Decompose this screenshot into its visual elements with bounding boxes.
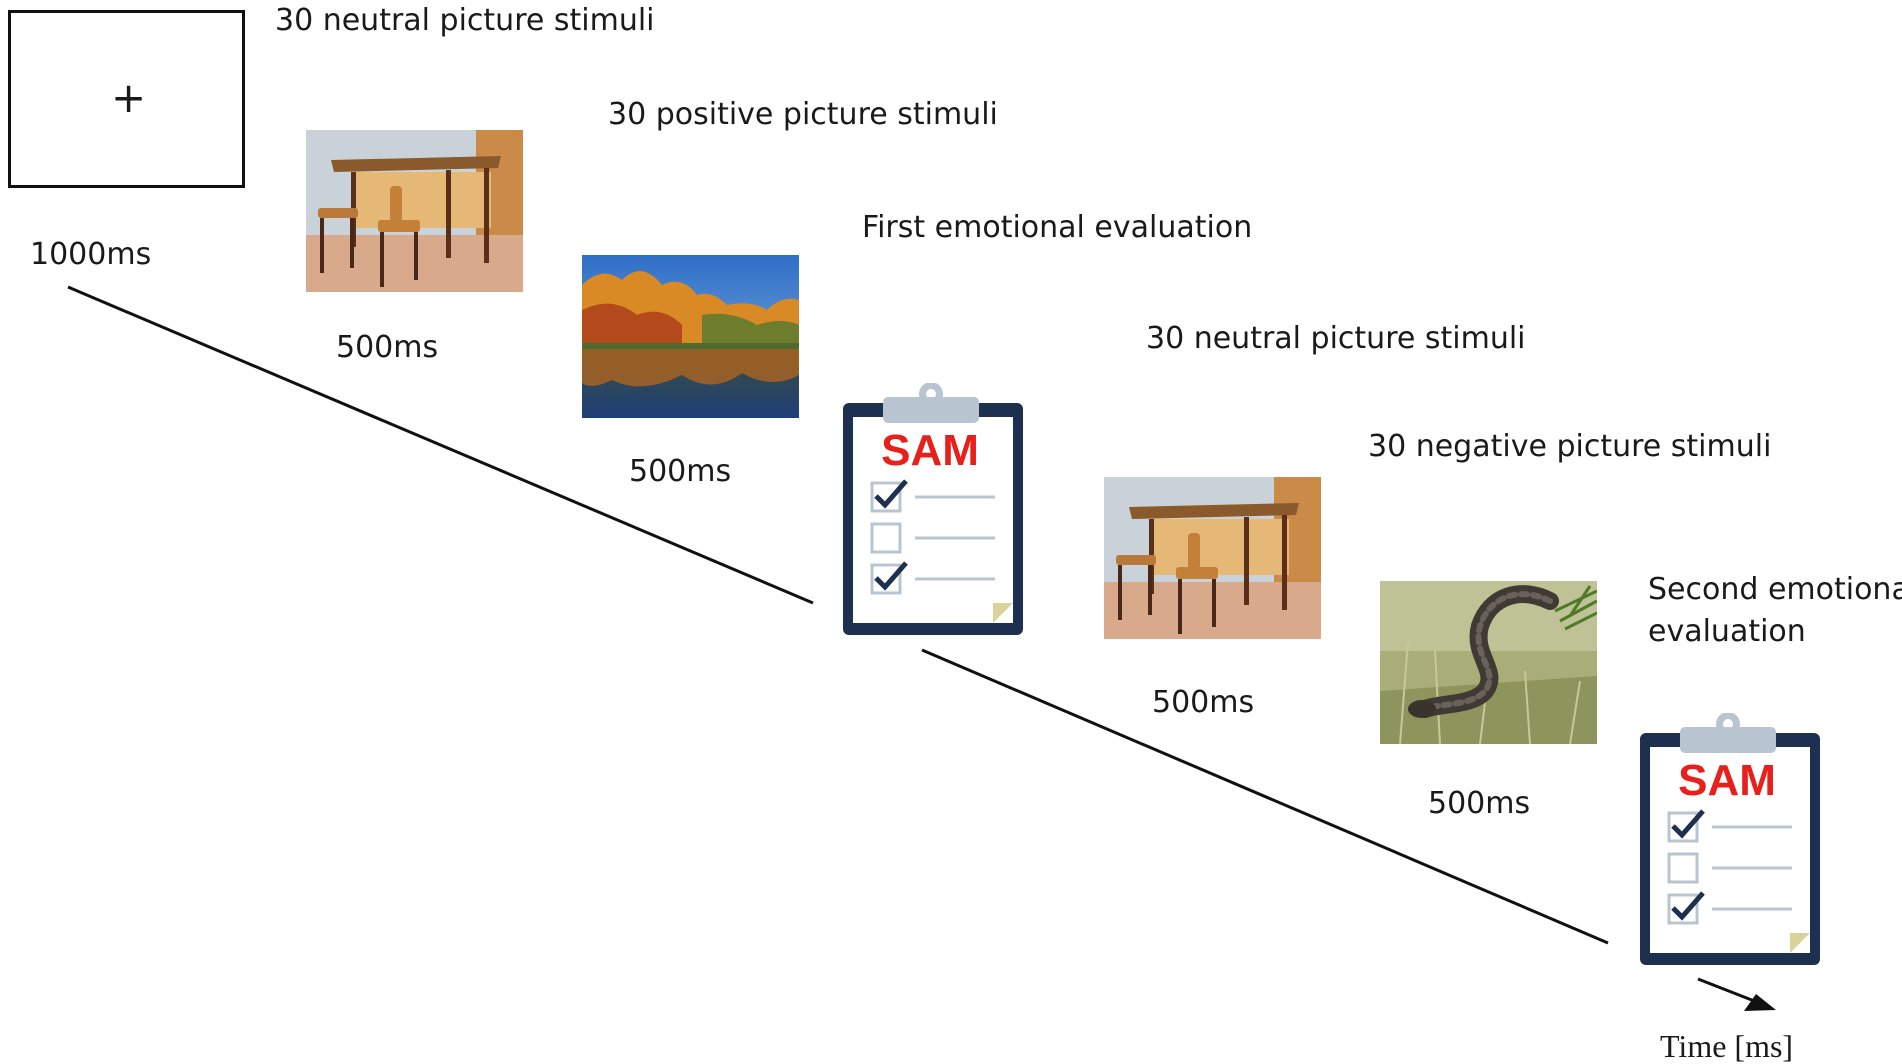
timeline-segment-2 <box>921 648 1609 945</box>
block-2-label: 30 positive picture stimuli <box>608 97 998 132</box>
block-4-label: 30 negative picture stimuli <box>1368 429 1772 464</box>
desk-photo-1 <box>306 130 523 292</box>
block-2-duration: 500ms <box>629 454 732 489</box>
block-3-label: 30 neutral picture stimuli <box>1146 321 1526 356</box>
sam-text-2: SAM <box>1678 756 1776 805</box>
time-arrow-head <box>1744 994 1776 1011</box>
time-arrow-shaft <box>1697 977 1763 1006</box>
fixation-duration: 1000ms <box>30 237 152 272</box>
block-3-duration: 500ms <box>1152 685 1255 720</box>
block-4-duration: 500ms <box>1428 786 1531 821</box>
fixation-frame: + <box>8 10 245 188</box>
fixation-cross: + <box>111 73 147 122</box>
evaluation-2-label-line-2: evaluation <box>1648 614 1806 649</box>
sam-text-1: SAM <box>881 426 979 475</box>
block-1-duration: 500ms <box>336 330 439 365</box>
sam-clipboard-2: SAM <box>1640 713 1820 965</box>
time-axis-label: Time [ms] <box>1660 1028 1794 1064</box>
autumn-lake-photo <box>582 255 799 418</box>
block-1-label: 30 neutral picture stimuli <box>275 3 655 38</box>
desk-photo-2 <box>1104 477 1321 639</box>
evaluation-1-label: First emotional evaluation <box>862 210 1253 245</box>
sam-clipboard-1: SAM <box>843 383 1023 635</box>
snake-photo <box>1380 581 1597 744</box>
evaluation-2-label-line-1: Second emotional <box>1648 572 1902 607</box>
timeline-segment-1 <box>67 285 814 605</box>
